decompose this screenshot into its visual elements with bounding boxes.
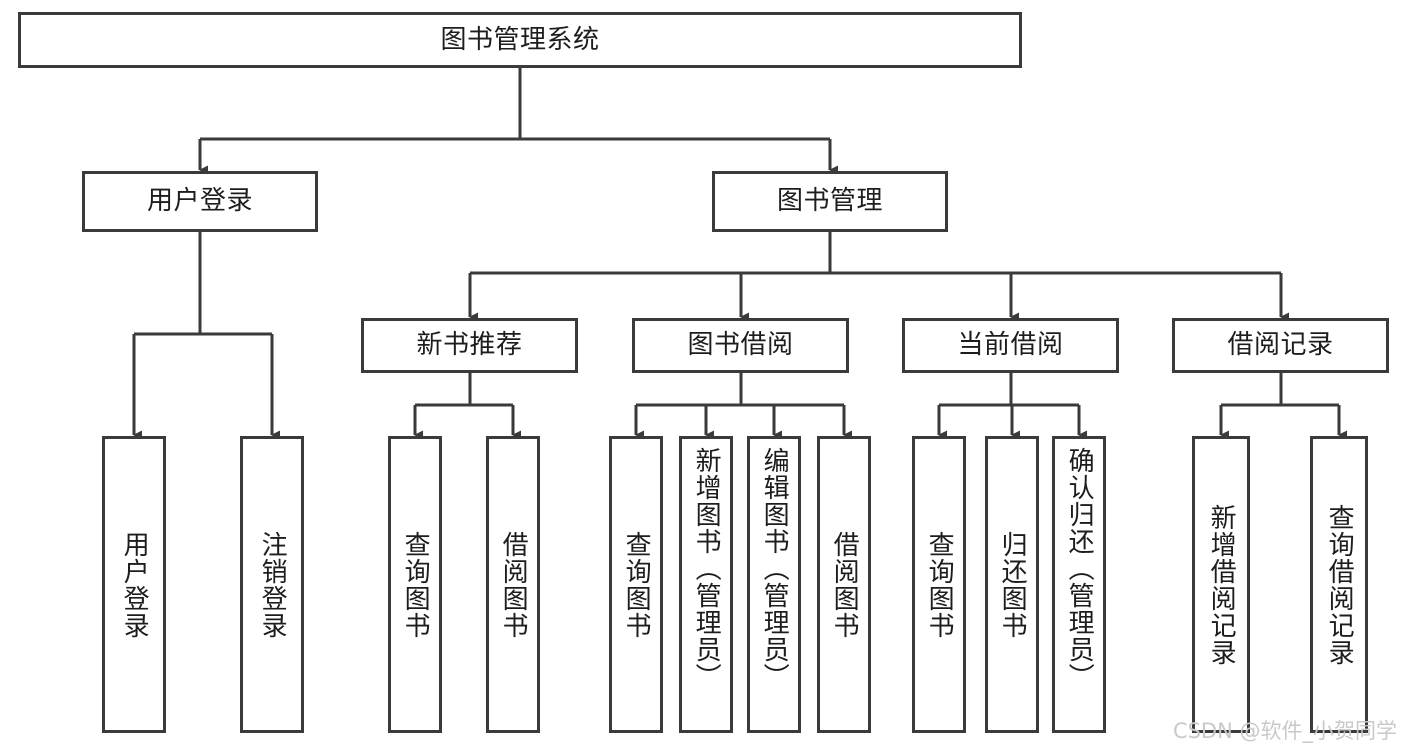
node-leaf-06[interactable]: 新增图书（管理员） (679, 436, 733, 733)
node-label: 用户登录 (146, 186, 253, 217)
node-label-wrap: 确认归还（管理员） (1055, 439, 1103, 730)
node-label-wrap: 查询图书 (915, 439, 963, 730)
node-label-wrap: 借阅图书 (489, 439, 537, 730)
node-leaf-08[interactable]: 借阅图书 (817, 436, 871, 733)
node-label: 借阅记录 (1227, 330, 1334, 361)
node-label-wrap: 新增借阅记录 (1195, 439, 1247, 730)
node-label: 图书借阅 (687, 330, 794, 361)
node-leaf-05[interactable]: 查询图书 (609, 436, 663, 733)
node-leaf-03[interactable]: 查询图书 (388, 436, 442, 733)
node-newbook[interactable]: 新书推荐 (361, 318, 578, 373)
node-label: 查询图书 (621, 530, 652, 639)
node-leaf-01[interactable]: 用户登录 (102, 436, 166, 733)
node-leaf-13[interactable]: 查询借阅记录 (1310, 436, 1368, 733)
node-login[interactable]: 用户登录 (82, 171, 318, 232)
node-label: 借阅图书 (498, 530, 529, 639)
node-leaf-09[interactable]: 查询图书 (912, 436, 966, 733)
node-label: 查询借阅记录 (1324, 503, 1355, 666)
node-label: 查询图书 (924, 530, 955, 639)
node-leaf-12[interactable]: 新增借阅记录 (1192, 436, 1250, 733)
node-label-wrap: 新增图书（管理员） (682, 439, 730, 730)
node-label: 归还图书 (997, 530, 1028, 639)
node-current[interactable]: 当前借阅 (902, 318, 1119, 373)
node-label-wrap: 查询图书 (612, 439, 660, 730)
node-label: 图书管理 (776, 186, 883, 217)
node-leaf-11[interactable]: 确认归还（管理员） (1052, 436, 1106, 733)
node-label: 查询图书 (400, 530, 431, 639)
node-label: 新增图书（管理员） (691, 447, 722, 690)
node-label: 图书管理系统 (440, 24, 600, 55)
node-leaf-07[interactable]: 编辑图书（管理员） (747, 436, 801, 733)
node-label: 借阅图书 (829, 530, 860, 639)
edges-group (132, 68, 1347, 440)
node-label-wrap: 借阅图书 (820, 439, 868, 730)
node-label-wrap: 编辑图书（管理员） (750, 439, 798, 730)
node-label: 用户登录 (119, 530, 150, 639)
node-leaf-02[interactable]: 注销登录 (240, 436, 304, 733)
node-borrow[interactable]: 图书借阅 (632, 318, 849, 373)
node-label: 编辑图书（管理员） (759, 447, 790, 690)
node-label: 确认归还（管理员） (1064, 447, 1095, 690)
node-label: 新增借阅记录 (1206, 503, 1237, 666)
watermark-label: CSDN @软件_小贺同学 (1172, 719, 1397, 743)
node-records[interactable]: 借阅记录 (1172, 318, 1389, 373)
node-label: 当前借阅 (957, 330, 1064, 361)
node-label-wrap: 查询借阅记录 (1313, 439, 1365, 730)
node-leaf-10[interactable]: 归还图书 (985, 436, 1039, 733)
node-label-wrap: 归还图书 (988, 439, 1036, 730)
node-label-wrap: 用户登录 (105, 439, 163, 730)
node-label: 注销登录 (257, 530, 288, 639)
node-leaf-04[interactable]: 借阅图书 (486, 436, 540, 733)
node-label-wrap: 注销登录 (243, 439, 301, 730)
node-label: 新书推荐 (416, 330, 523, 361)
node-label-wrap: 查询图书 (391, 439, 439, 730)
node-bookmgmt[interactable]: 图书管理 (712, 171, 948, 232)
node-root[interactable]: 图书管理系统 (18, 12, 1022, 68)
